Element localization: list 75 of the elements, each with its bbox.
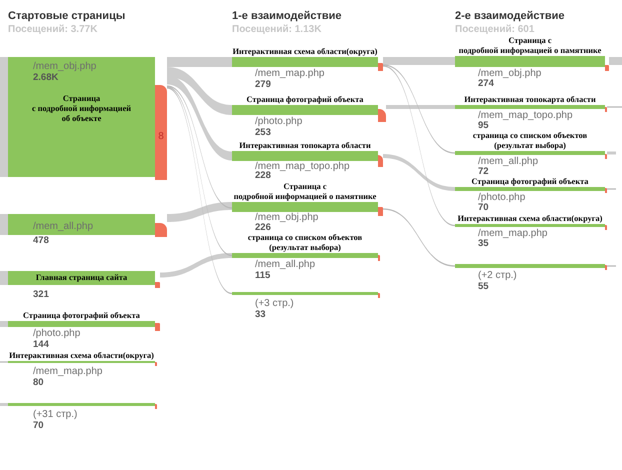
visit-count: 80 [33, 378, 44, 388]
visit-count: 115 [255, 271, 270, 281]
visit-count: 274 [478, 79, 494, 89]
page-title: Интерактивная топокарта области [239, 141, 371, 151]
visit-count: 144 [33, 340, 49, 350]
flow-band [383, 154, 455, 191]
page-url: /mem_map.php [255, 69, 324, 79]
visit-count: 226 [255, 223, 271, 233]
flow-band [0, 57, 8, 177]
more-pages-text: (+2 стр.) [478, 271, 517, 281]
dropoff-count: 8 [158, 131, 164, 142]
flow-band [383, 57, 455, 65]
flow-line [167, 86, 232, 256]
visit-count: 228 [255, 171, 271, 181]
page-title: Интерактивная топокарта области [464, 95, 596, 105]
page-url: /photo.php [478, 193, 526, 203]
visit-count: 33 [255, 310, 266, 320]
visit-count: 70 [33, 421, 44, 431]
visits-total: Посещений: 601 [455, 24, 534, 36]
flow-band [167, 67, 232, 115]
page-title: Страница фотографий объекта [246, 95, 364, 105]
page-title: Страница с подробной информацией об объекте [32, 94, 132, 124]
visit-count: 279 [255, 80, 271, 90]
visit-count: 72 [478, 167, 489, 177]
page-title: Страница фотографий объекта [472, 177, 588, 187]
flow-line [167, 85, 232, 209]
flow-line [383, 208, 455, 267]
page-title: Страница с подробной информацией о памятнике [458, 36, 602, 56]
column-heading: 2-е взаимодействие [455, 10, 564, 23]
flow-band [167, 202, 232, 222]
page-url: /mem_all.php [255, 260, 316, 270]
visit-count: 253 [255, 128, 271, 138]
visit-count: 2.68K [33, 73, 58, 83]
page-title: Страница фотографий объекта [23, 311, 140, 321]
page-url: /mem_map.php [478, 229, 548, 239]
flow-band [0, 214, 8, 235]
flow-band [386, 105, 455, 109]
page-url: /photo.php [33, 329, 80, 339]
visit-count: 321 [33, 290, 49, 300]
page-url: /mem_map.php [33, 367, 102, 377]
flow-band [0, 321, 8, 327]
visit-count: 70 [478, 203, 489, 213]
page-url: /mem_obj.php [255, 213, 318, 223]
visits-total: Посещений: 1.13K [232, 24, 322, 36]
flow-line [383, 65, 455, 226]
more-pages-text: (+31 стр.) [33, 410, 78, 420]
page-title: Страница с подробной информацией о памятнике [234, 182, 376, 202]
page-url: /mem_all.php [33, 222, 94, 232]
page-url: /photo.php [255, 117, 302, 127]
visit-count: 55 [478, 282, 489, 292]
visits-total: Посещений: 3.77K [8, 24, 98, 36]
page-title: Интерактивная схема области(округа) [458, 214, 602, 224]
flow-band [167, 57, 232, 67]
visit-count: 95 [478, 121, 489, 131]
page-url: /mem_map_topo.php [255, 162, 350, 172]
column-heading: Стартовые страницы [8, 10, 126, 23]
flow-band [609, 57, 622, 65]
page-title: Интерактивная схема области(округа) [232, 47, 378, 57]
more-pages-text: (+3 стр.) [255, 299, 294, 309]
page-title: страница со списком объектов (результат выбора) [248, 233, 362, 253]
page-title: страница со списком объектов (результат выбора) [472, 131, 588, 151]
page-url: /mem_map_topo.php [478, 111, 573, 121]
page-url: /mem_obj.php [478, 69, 542, 79]
flow-band [160, 253, 232, 278]
visit-count: 478 [33, 236, 49, 246]
flow-line [383, 64, 455, 154]
visit-count: 35 [478, 239, 489, 249]
column-heading: 1-е взаимодействие [232, 10, 342, 23]
flow-band [167, 76, 232, 160]
page-url: /mem_all.php [478, 157, 538, 167]
flow-line [167, 87, 232, 294]
flow-band [0, 271, 8, 285]
page-title: Интерактивная схема области(округа) [9, 351, 154, 361]
page-url: /mem_obj.php [33, 62, 96, 72]
page-title: Главная страница сайта [36, 273, 128, 283]
